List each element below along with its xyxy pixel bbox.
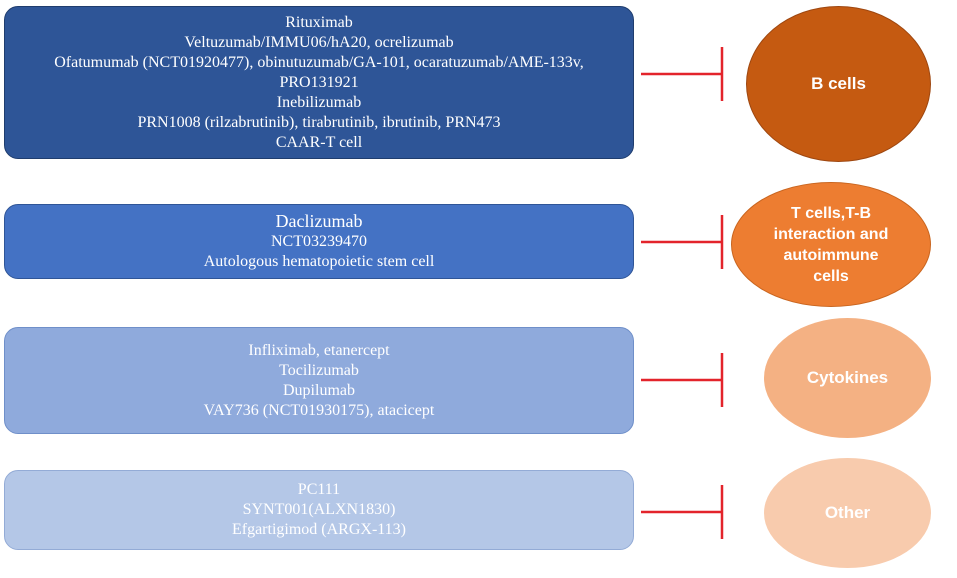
drug-line: CAAR-T cell xyxy=(275,133,363,151)
drug-line: Efgartigimod (ARGX-113) xyxy=(231,521,407,538)
drug-line: PC111 xyxy=(297,481,341,498)
drug-line: Daclizumab xyxy=(275,211,363,231)
b-cells-target: B cells xyxy=(746,6,931,162)
cytokines-target: Cytokines xyxy=(764,318,931,438)
other-therapies-box: PC111 SYNT001(ALXN1830) Efgartigimod (AR… xyxy=(4,470,634,550)
drug-line: PRO131921 xyxy=(279,73,359,91)
drug-line: SYNT001(ALXN1830) xyxy=(242,501,396,518)
target-label: Cytokines xyxy=(806,368,889,387)
b-cell-therapies-box: Rituximab Veltuzumab/IMMU06/hA20, ocreli… xyxy=(4,6,634,159)
drug-line: Infliximab, etanercept xyxy=(248,341,390,359)
target-label-line: T cells,T-B xyxy=(790,204,872,222)
other-target: Other xyxy=(764,458,931,568)
cytokine-therapies-box: Infliximab, etanercept Tocilizumab Dupil… xyxy=(4,327,634,434)
target-label: Other xyxy=(824,503,871,522)
drug-line: VAY736 (NCT01930175), atacicept xyxy=(203,401,435,419)
target-label-line: cells xyxy=(813,267,849,285)
drug-line: Veltuzumab/IMMU06/hA20, ocrelizumab xyxy=(184,33,454,51)
drug-line: Autologous hematopoietic stem cell xyxy=(203,253,435,270)
t-cells-target: T cells,T-B interaction and autoimmune c… xyxy=(731,182,931,307)
target-label-line: autoimmune xyxy=(783,246,879,264)
drug-line: Dupilumab xyxy=(283,381,355,399)
target-label-line: interaction and xyxy=(773,225,889,243)
drug-line: NCT03239470 xyxy=(271,233,367,250)
drug-line: Rituximab xyxy=(285,13,353,31)
drug-line: Tocilizumab xyxy=(279,361,359,379)
t-cell-therapies-box: Daclizumab NCT03239470 Autologous hemato… xyxy=(4,204,634,279)
drug-line: PRN1008 (rilzabrutinib), tirabrutinib, i… xyxy=(137,113,501,131)
drug-line: Inebilizumab xyxy=(276,93,362,111)
target-label: B cells xyxy=(811,74,866,93)
drug-line: Ofatumumab (NCT01920477), obinutuzumab/G… xyxy=(54,53,584,71)
